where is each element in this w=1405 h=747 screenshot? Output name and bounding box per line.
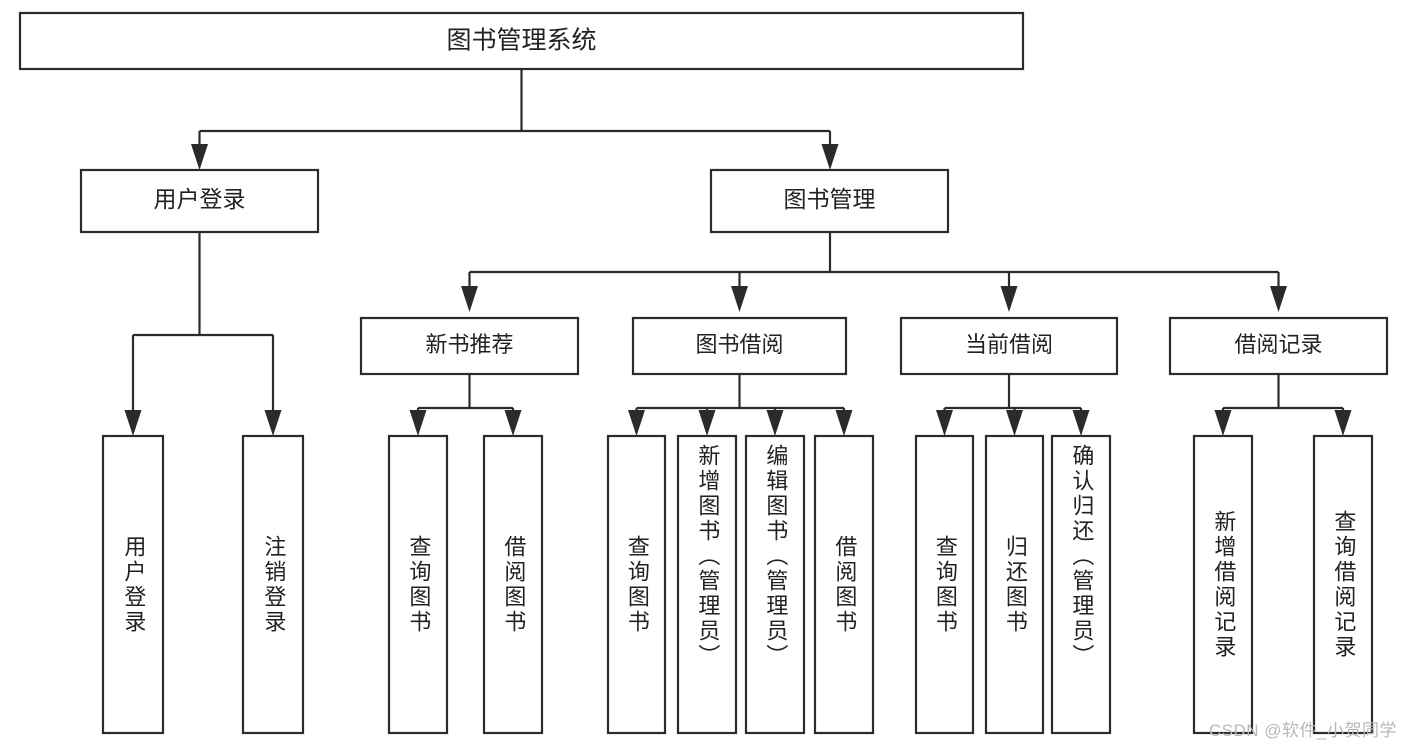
arrow-head-rc-add — [1214, 410, 1232, 436]
node-root-box[interactable] — [18, 11, 1025, 71]
leaf-box-bw-add[interactable] — [676, 434, 738, 735]
arrow-head-bw-borrow — [835, 410, 853, 436]
leaf-box-rc-query[interactable] — [1312, 434, 1374, 735]
arrow-head-borrow — [731, 286, 748, 312]
leaf-box-user-login[interactable] — [101, 434, 165, 735]
arrow-head-current — [1000, 286, 1018, 312]
leaf-box-logout[interactable] — [241, 434, 305, 735]
arrow-head-leaf-user-login — [124, 410, 142, 436]
node-new-book-label: 新书推荐 — [425, 332, 513, 357]
node-borrow[interactable]: 图书借阅 — [631, 316, 848, 376]
node-borrow-record[interactable]: 借阅记录 — [1168, 316, 1389, 376]
arrow-head-new-book — [461, 286, 478, 312]
node-borrow-label: 图书借阅 — [695, 332, 783, 357]
arrow-head-record — [1270, 286, 1287, 312]
connectors-root-level — [191, 69, 839, 170]
arrow-head-leaf-logout — [264, 410, 282, 436]
node-user-login-label: 用户登录 — [154, 186, 246, 212]
leaf-box-bw-edit[interactable] — [744, 434, 806, 735]
leaf-box-bw-query[interactable] — [606, 434, 667, 735]
watermark-text: CSDN @软件_小贺同学 — [1208, 721, 1397, 740]
leaf-box-nb-borrow[interactable] — [482, 434, 544, 735]
node-new-book[interactable]: 新书推荐 — [359, 316, 580, 376]
arrow-head-rc-query — [1334, 410, 1352, 436]
node-book-mgmt-box[interactable] — [709, 168, 950, 234]
node-user-login[interactable]: 用户登录 — [79, 168, 320, 234]
node-current-borrow[interactable]: 当前借阅 — [899, 316, 1119, 376]
node-borrow-box[interactable] — [631, 316, 848, 376]
leaf-box-cb-confirm[interactable] — [1050, 434, 1112, 735]
node-root-label: 图书管理系统 — [446, 27, 596, 55]
connectors-record-leaves — [1214, 374, 1352, 436]
node-new-book-box[interactable] — [359, 316, 580, 376]
connectors-borrow-leaves — [628, 374, 853, 436]
leaf-box-cb-query[interactable] — [914, 434, 975, 735]
arrow-head-bw-query — [628, 410, 645, 436]
arrow-head-bw-edit — [766, 410, 784, 436]
connectors-current-leaves — [936, 374, 1090, 436]
node-root[interactable]: 图书管理系统 — [18, 11, 1025, 71]
leaf-box-rc-add[interactable] — [1192, 434, 1254, 735]
node-user-login-box[interactable] — [79, 168, 320, 234]
arrow-head-cb-query — [936, 410, 953, 436]
arrow-head-cb-confirm — [1072, 410, 1090, 436]
node-book-mgmt[interactable]: 图书管理 — [709, 168, 950, 234]
node-current-borrow-label: 当前借阅 — [965, 332, 1053, 357]
arrow-head-cb-return — [1006, 410, 1023, 436]
arrow-head-book-mgmt — [821, 144, 839, 170]
node-current-borrow-box[interactable] — [899, 316, 1119, 376]
arrow-head-user-login — [191, 144, 208, 170]
arrow-head-bw-add — [698, 410, 716, 436]
node-book-mgmt-label: 图书管理 — [784, 186, 876, 212]
leaf-box-nb-query[interactable] — [387, 434, 449, 735]
leaf-box-bw-borrow[interactable] — [813, 434, 875, 735]
connectors-new-book-leaves — [409, 374, 522, 436]
arrow-head-nb-borrow — [504, 410, 522, 436]
connectors-user-login-level — [124, 232, 282, 436]
node-borrow-record-label: 借阅记录 — [1234, 332, 1322, 357]
connectors-book-mgmt-level — [461, 232, 1287, 312]
leaf-box-cb-return[interactable] — [984, 434, 1045, 735]
arrow-head-nb-query — [409, 410, 427, 436]
node-borrow-record-box[interactable] — [1168, 316, 1389, 376]
